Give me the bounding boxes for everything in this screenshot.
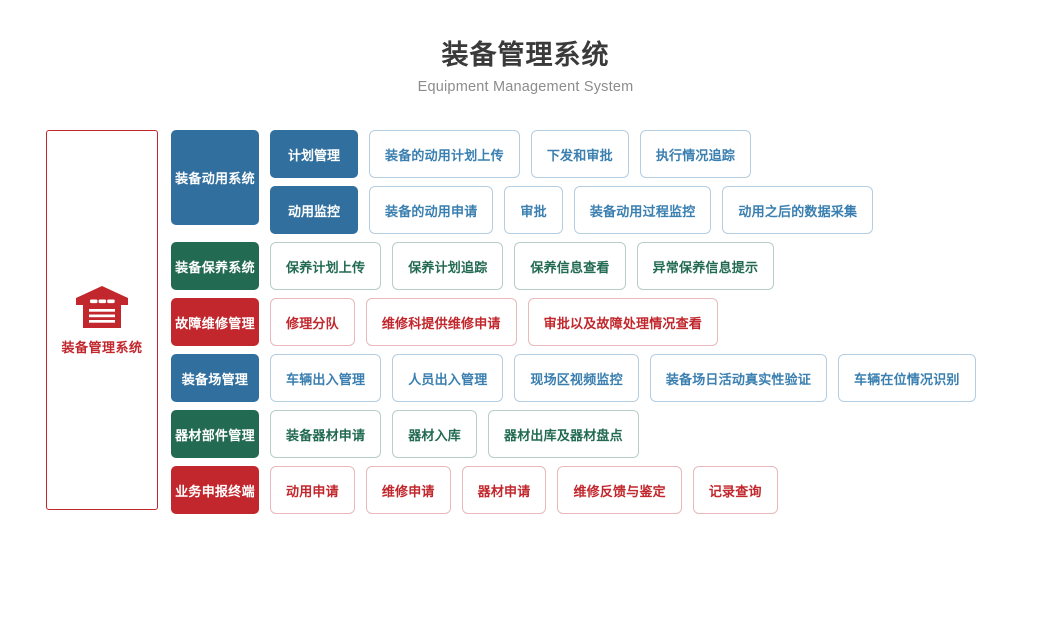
module-row-yard-management: 装备场管理 车辆出入管理 人员出入管理 现场区视频监控 装备场日活动真实性验证 … xyxy=(171,354,976,402)
leaf-item[interactable]: 下发和审批 xyxy=(530,130,629,178)
category-block-parts-management[interactable]: 器材部件管理 xyxy=(171,410,259,458)
leaf-item[interactable]: 器材申请 xyxy=(461,466,547,514)
leaf-item[interactable]: 动用申请 xyxy=(270,466,355,514)
module-row-equipment-dispatch: 装备动用系统 计划管理 装备的动用计划上传 下发和审批 执行情况追踪 动用监控 … xyxy=(171,130,976,234)
leaf-item[interactable]: 执行情况追踪 xyxy=(639,130,752,178)
leaf-item[interactable]: 维修科提供维修申请 xyxy=(365,298,517,346)
category-block-fault-repair[interactable]: 故障维修管理 xyxy=(171,298,259,346)
root-system-label: 装备管理系统 xyxy=(61,339,143,355)
leaf-item[interactable]: 装备动用过程监控 xyxy=(573,186,712,234)
leaf-item[interactable]: 维修反馈与鉴定 xyxy=(557,466,682,514)
leaf-item[interactable]: 记录查询 xyxy=(692,466,778,514)
module-row-maintenance-system: 装备保养系统 保养计划上传 保养计划追踪 保养信息查看 异常保养信息提示 xyxy=(171,242,976,290)
module-row-business-terminal: 业务申报终端 动用申请 维修申请 器材申请 维修反馈与鉴定 记录查询 xyxy=(171,466,976,514)
leaf-item[interactable]: 器材入库 xyxy=(392,410,478,458)
leaf-item[interactable]: 装备的动用申请 xyxy=(369,186,494,234)
page-title: 装备管理系统 xyxy=(441,40,610,70)
leaf-item[interactable]: 车辆出入管理 xyxy=(270,354,382,402)
root-system-card[interactable]: 装备管理系统 xyxy=(46,130,158,510)
module-row-parts-management: 器材部件管理 装备器材申请 器材入库 器材出库及器材盘点 xyxy=(171,410,976,458)
subgroup-dispatch-monitoring: 动用监控 装备的动用申请 审批 装备动用过程监控 动用之后的数据采集 xyxy=(259,186,874,234)
leaf-item[interactable]: 审批以及故障处理情况查看 xyxy=(527,298,719,346)
subgroup-stack-equipment-dispatch: 计划管理 装备的动用计划上传 下发和审批 执行情况追踪 动用监控 装备的动用申请… xyxy=(259,130,874,234)
leaf-item[interactable]: 装备的动用计划上传 xyxy=(369,130,520,178)
subgroup-plan-management: 计划管理 装备的动用计划上传 下发和审批 执行情况追踪 xyxy=(259,130,873,178)
module-row-fault-repair: 故障维修管理 修理分队 维修科提供维修申请 审批以及故障处理情况查看 xyxy=(171,298,976,346)
leaf-item[interactable]: 器材出库及器材盘点 xyxy=(488,410,639,458)
category-block-equipment-dispatch[interactable]: 装备动用系统 xyxy=(171,130,259,225)
page-header: 装备管理系统 Equipment Management System xyxy=(0,38,1051,95)
page-subtitle: Equipment Management System xyxy=(417,79,634,95)
leaf-item[interactable]: 保养计划追踪 xyxy=(392,242,504,290)
leaf-item[interactable]: 修理分队 xyxy=(270,298,355,346)
category-block-business-terminal[interactable]: 业务申报终端 xyxy=(171,466,259,514)
category-block-yard-management[interactable]: 装备场管理 xyxy=(171,354,259,402)
leaf-item[interactable]: 现场区视频监控 xyxy=(514,354,639,402)
category-block-maintenance-system[interactable]: 装备保养系统 xyxy=(171,242,259,290)
module-rows: 装备动用系统 计划管理 装备的动用计划上传 下发和审批 执行情况追踪 动用监控 … xyxy=(171,130,976,522)
subgroup-block-dispatch-monitoring[interactable]: 动用监控 xyxy=(270,186,358,234)
leaf-item[interactable]: 车辆在位情况识别 xyxy=(838,354,976,402)
leaf-item[interactable]: 保养计划上传 xyxy=(270,242,382,290)
leaf-item[interactable]: 异常保养信息提示 xyxy=(636,242,775,290)
leaf-item[interactable]: 装备器材申请 xyxy=(270,410,382,458)
subgroup-block-plan-management[interactable]: 计划管理 xyxy=(270,130,358,178)
leaf-item[interactable]: 人员出入管理 xyxy=(392,354,504,402)
leaf-item[interactable]: 维修申请 xyxy=(365,466,451,514)
leaf-item[interactable]: 装备场日活动真实性验证 xyxy=(649,354,828,402)
warehouse-icon xyxy=(76,285,128,328)
leaf-item[interactable]: 审批 xyxy=(504,186,563,234)
leaf-item[interactable]: 动用之后的数据采集 xyxy=(722,186,874,234)
leaf-item[interactable]: 保养信息查看 xyxy=(514,242,626,290)
